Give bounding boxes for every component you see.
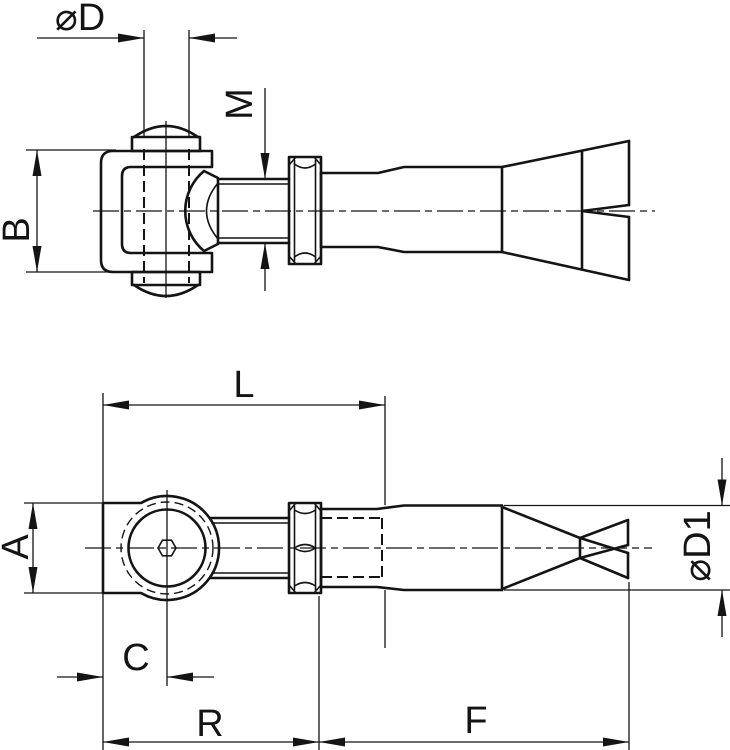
- pin-cap-top-dome: [132, 124, 200, 139]
- dim-center-offset: C: [57, 637, 214, 682]
- dim-tube-diameter: ⌀D1: [504, 458, 730, 637]
- dim-bracket-height: B: [0, 149, 116, 273]
- arrowhead: [103, 737, 129, 747]
- arrowhead: [77, 672, 103, 682]
- pin-cap-bottom: [130, 270, 202, 287]
- dim-label-plate-width: A: [0, 534, 37, 560]
- arrowhead: [603, 737, 629, 747]
- dim-label-hinge-length: R: [196, 703, 223, 745]
- hinge-plate: [101, 494, 221, 602]
- boss-circle: [127, 508, 207, 588]
- side-view: [93, 121, 655, 298]
- tube-body-plan: [319, 504, 504, 592]
- u-bracket: [99, 149, 214, 274]
- arrowhead: [319, 737, 345, 747]
- dim-overall-length: L: [102, 364, 386, 750]
- dim-plate-width: A: [0, 502, 103, 594]
- arrowhead: [32, 150, 42, 176]
- arrowhead: [103, 400, 129, 410]
- dim-label-thread: M: [219, 88, 261, 120]
- threaded-rod-side: [216, 177, 291, 245]
- dim-label-tail-length: F: [464, 700, 487, 742]
- hex-socket: [157, 539, 177, 557]
- ball-joint: [183, 169, 220, 253]
- dim-pin-diameter: ⌀D: [37, 0, 237, 137]
- dim-tail-length: F: [319, 582, 630, 750]
- arrowhead: [28, 503, 38, 529]
- dim-label-pin-diameter: ⌀D: [55, 0, 105, 39]
- dim-label-bracket-height: B: [0, 217, 38, 242]
- dim-label-center-offset: C: [122, 637, 149, 679]
- dim-hinge-length: R: [103, 596, 320, 750]
- arrowhead: [189, 33, 215, 43]
- weld-tail-plan: [500, 504, 630, 592]
- dim-label-overall-length: L: [233, 364, 254, 406]
- tube-body-side: [319, 165, 504, 254]
- cap-hidden-circle: [120, 501, 214, 595]
- dim-thread: M: [219, 88, 270, 291]
- arrowhead: [167, 672, 193, 682]
- arrowhead: [32, 246, 42, 272]
- arrowhead: [118, 33, 144, 43]
- pin-cap-bottom-dome: [132, 283, 200, 298]
- pin-cap-top: [130, 135, 202, 153]
- arrowhead: [260, 243, 270, 269]
- threaded-rod-plan: [208, 516, 291, 580]
- arrowhead: [28, 567, 38, 593]
- weld-tail-side: [500, 139, 631, 282]
- arrowhead: [359, 400, 385, 410]
- arrowhead: [717, 590, 727, 616]
- plan-view: [85, 490, 652, 686]
- arrowhead: [260, 153, 270, 179]
- dim-label-tube-diameter: ⌀D1: [677, 510, 719, 581]
- arrowhead: [293, 737, 319, 747]
- arrowhead: [717, 479, 727, 506]
- hinge-pin: [130, 124, 202, 298]
- hex-nut-side: [287, 155, 323, 266]
